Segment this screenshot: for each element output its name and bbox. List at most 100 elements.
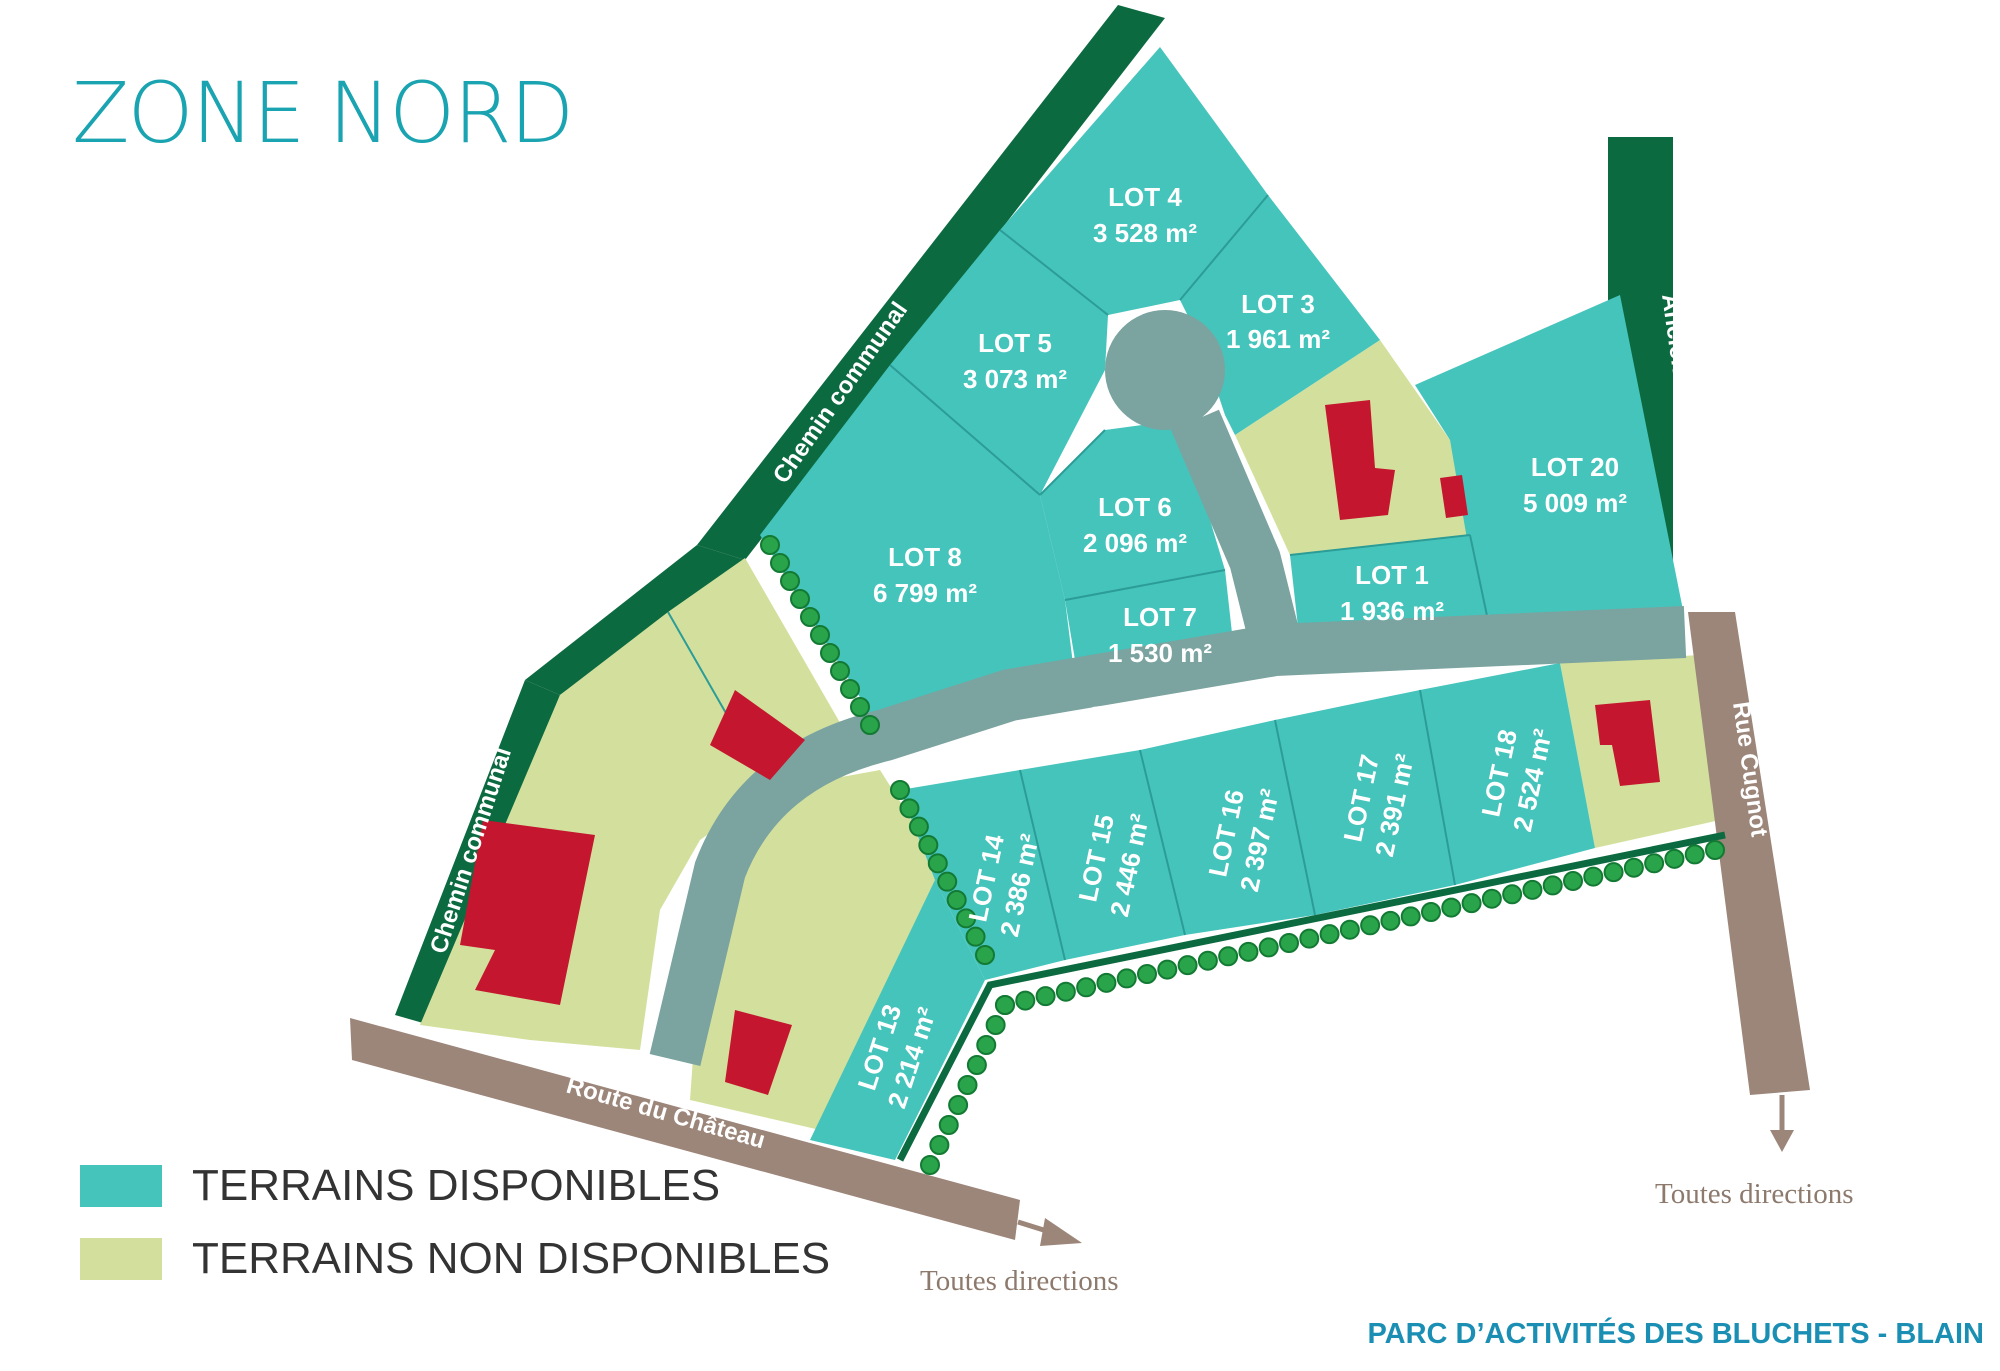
tree (1684, 844, 1705, 865)
tree (1218, 946, 1239, 967)
arrow-east-head (1770, 1130, 1794, 1152)
lot-shape-14 (900, 770, 1065, 980)
lot-3-area: 1 961 m² (1226, 324, 1330, 354)
tree-rows (760, 535, 1725, 1175)
route-chateau-road (350, 1018, 1020, 1240)
tree (1542, 875, 1563, 896)
lot-4-area: 3 528 m² (1093, 218, 1197, 248)
turning-circle (1105, 310, 1225, 430)
tree (1400, 906, 1421, 927)
tree (1035, 986, 1056, 1007)
tree (1705, 840, 1725, 860)
tree (1157, 959, 1178, 980)
lot-shape-18 (1420, 663, 1595, 885)
direction-label-east: Toutes directions (1655, 1178, 1854, 1210)
tree (890, 780, 910, 800)
tree (1502, 884, 1523, 905)
lot-shape-20 (1415, 295, 1683, 615)
lot-6-label: LOT 6 (1098, 492, 1172, 522)
lot-8-label: LOT 8 (888, 542, 962, 572)
tree (908, 816, 929, 837)
tree (1177, 955, 1198, 976)
tree (938, 1115, 959, 1135)
lot-shape-4 (1000, 47, 1268, 315)
lot-6-area: 2 096 m² (1083, 528, 1187, 558)
lot-shape-15 (1020, 750, 1185, 960)
tree (820, 643, 840, 663)
tree (850, 697, 870, 717)
tree (965, 926, 986, 947)
access-road (1171, 409, 1301, 647)
lot-3-label: LOT 3 (1241, 289, 1315, 319)
lot-7-area: 1 530 m² (1108, 638, 1212, 668)
rue-freres-lumieres-road (649, 606, 1687, 1066)
lot-5-label: LOT 5 (978, 328, 1052, 358)
tree (918, 835, 939, 855)
tree (966, 1055, 987, 1075)
green-strip-north (697, 5, 1165, 560)
green-strip-west-link (525, 545, 745, 695)
tree (1279, 933, 1299, 953)
tree (946, 890, 967, 910)
tree (1055, 981, 1076, 1002)
tree (995, 995, 1015, 1015)
tree (957, 1075, 978, 1095)
tree (1583, 866, 1604, 887)
tree (1380, 910, 1401, 931)
legend-unavailable-swatch (80, 1238, 162, 1280)
lot-shape-5 (890, 230, 1108, 495)
lot-shape-13 (810, 880, 985, 1160)
page-title: ZONE NORD (72, 64, 574, 162)
tree (1015, 990, 1036, 1011)
lot-shape-3 (1180, 195, 1380, 435)
tree (976, 1035, 997, 1055)
lot-4-label: LOT 4 (1108, 182, 1182, 212)
tree (1197, 950, 1218, 971)
tree (975, 945, 995, 965)
tree (800, 607, 820, 627)
lot-shape-16 (1140, 720, 1315, 935)
lot-1-label: LOT 1 (1355, 560, 1429, 590)
tree (1441, 897, 1462, 918)
tree (929, 1135, 950, 1155)
lot-5-area: 3 073 m² (963, 364, 1067, 394)
tree (1623, 857, 1644, 878)
lot-shape-6 (1040, 420, 1225, 600)
lot-1-area: 1 936 m² (1340, 596, 1444, 626)
tree (1603, 862, 1624, 883)
tree (1258, 937, 1279, 958)
tree (937, 871, 958, 892)
tree (780, 571, 800, 591)
tree (1299, 928, 1320, 949)
tree (1563, 871, 1583, 891)
tree (1421, 902, 1441, 922)
tree (1238, 941, 1259, 962)
buildings (460, 400, 1660, 1095)
tree (1644, 853, 1665, 874)
tree (1360, 915, 1381, 936)
tree (770, 553, 790, 573)
parcel-unavailable-west-2 (668, 558, 850, 790)
tree (1137, 964, 1157, 984)
tree (1461, 893, 1482, 914)
green-boundary-south (896, 831, 1726, 1162)
tree (860, 715, 880, 735)
tree (948, 1095, 969, 1115)
lot-shape-17 (1275, 690, 1455, 915)
tree (899, 798, 920, 819)
tree (920, 1155, 940, 1175)
tree (830, 661, 850, 681)
tree (1076, 977, 1097, 998)
lot-8-area: 6 799 m² (873, 578, 977, 608)
arrow-south-head (1040, 1218, 1082, 1246)
lot-20-label: LOT 20 (1531, 452, 1619, 482)
tree (790, 589, 810, 609)
legend-unavailable-label: TERRAINS NON DISPONIBLES (192, 1234, 831, 1283)
footer-caption: PARC D’ACTIVITÉS DES BLUCHETS - BLAIN (1367, 1318, 1984, 1350)
legend-available-swatch (80, 1165, 162, 1207)
tree (760, 535, 780, 555)
tree (927, 853, 948, 874)
tree (1339, 919, 1360, 940)
tree (1664, 848, 1685, 869)
